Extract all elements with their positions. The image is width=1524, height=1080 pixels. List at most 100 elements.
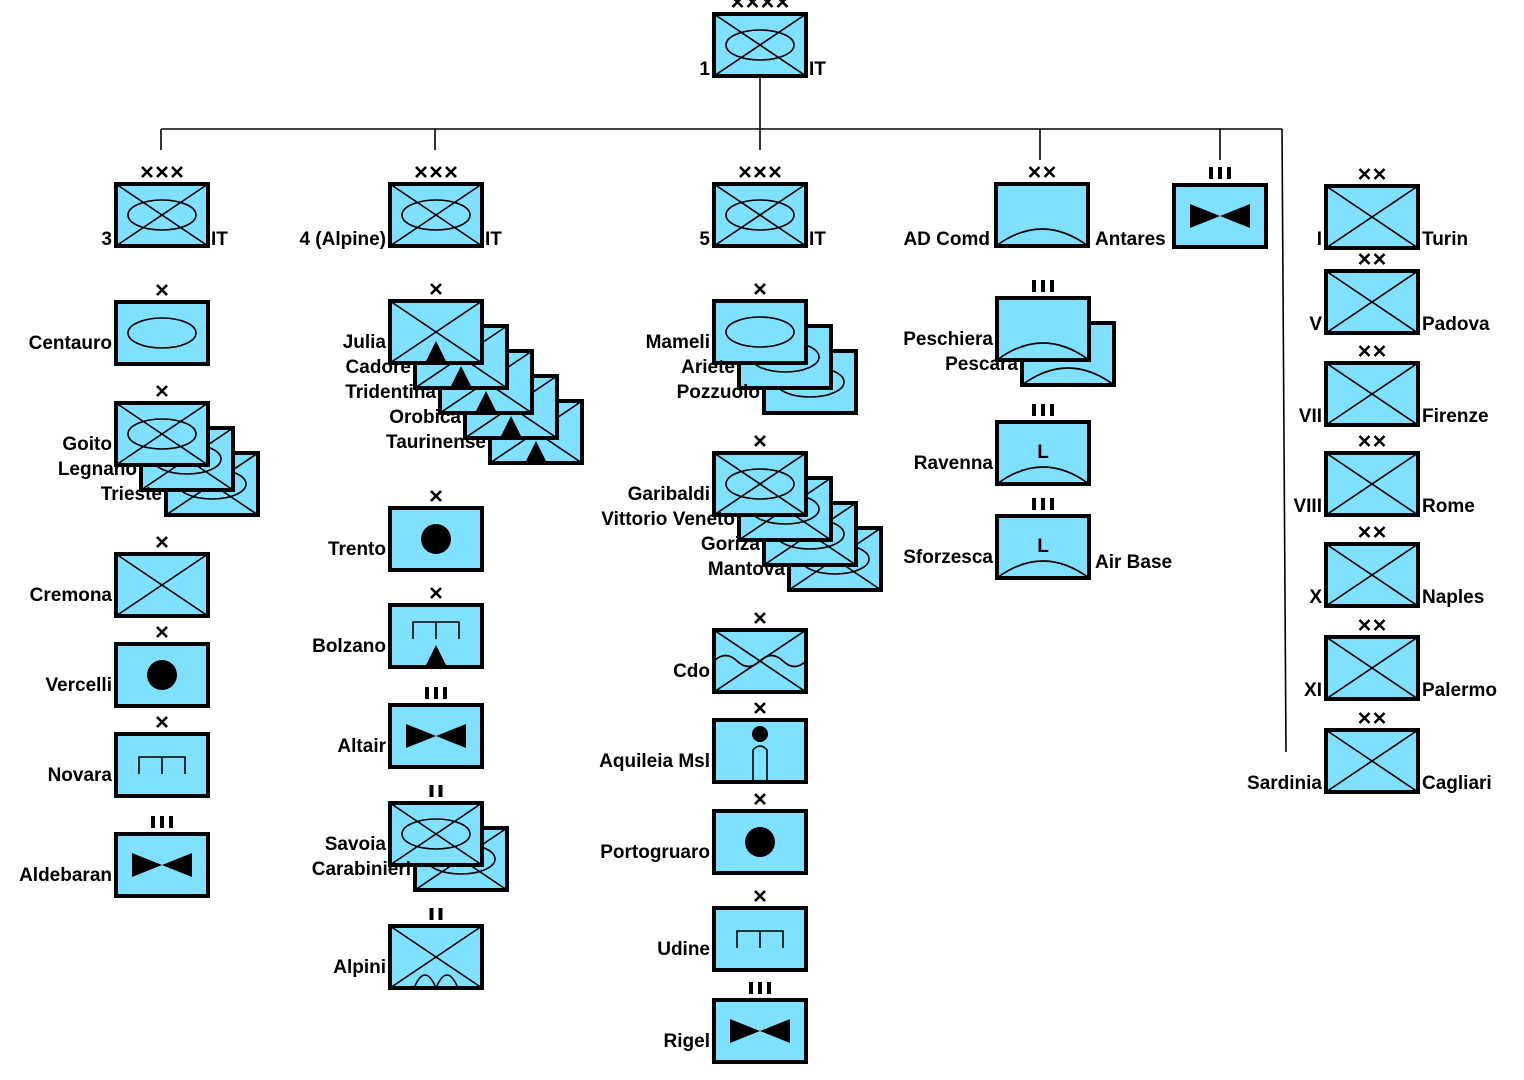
unit-rigel-label: Rigel (664, 1031, 710, 1052)
territorial-city: Cagliari (1422, 773, 1492, 794)
unit-julia-symbol (388, 283, 584, 465)
unit-cdo-label: Cdo (673, 661, 710, 682)
unit-garibaldi-label: Mantova (708, 559, 786, 580)
territorial-numeral: XI (1304, 680, 1322, 701)
unit-goito-symbol (114, 385, 260, 517)
unit-alpini-symbol (388, 908, 484, 991)
unit-julia-label: Tridentina (345, 382, 436, 403)
unit-mameli-label: Pozzuolo (677, 382, 760, 403)
unit-alpini-label: Alpini (333, 957, 386, 978)
unit-julia-label: Julia (343, 332, 387, 353)
unit-bolzano-label: Bolzano (312, 636, 386, 657)
unit-julia-label: Orobica (389, 407, 461, 428)
unit-vercelli-label: Vercelli (45, 675, 112, 696)
unit-udine-symbol (712, 890, 808, 972)
unit-novara-label: Novara (48, 765, 113, 786)
unit-savoia-label: Savoia (325, 834, 387, 855)
unit-portogruaro-label: Portogruaro (600, 842, 710, 863)
territorial-numeral: Sardinia (1247, 773, 1322, 794)
unit-centauro-label: Centauro (29, 333, 112, 354)
corps-nation: IT (485, 229, 502, 250)
unit-peschiera-label: Peschiera (903, 329, 993, 350)
territorial-numeral: X (1309, 587, 1322, 608)
unit-goito-label: Trieste (101, 484, 162, 505)
signal-regiment-symbol (1172, 167, 1268, 249)
corps-4-symbol (388, 166, 484, 248)
unit-aquileia-msl-symbol (712, 702, 808, 784)
territorial-city: Firenze (1422, 406, 1489, 427)
corps-nation: IT (211, 229, 228, 250)
unit-mameli-label: Ariete (681, 357, 735, 378)
unit-symbols: LL (114, 0, 1420, 1064)
unit-bolzano-symbol (388, 587, 484, 669)
unit-sforzesca-label: Sforzesca (903, 547, 993, 568)
unit-right-label: Air Base (1095, 552, 1172, 573)
unit-cremona-symbol (114, 536, 210, 618)
unit-garibaldi-label: Garibaldi (628, 484, 710, 505)
unit-garibaldi-symbol (712, 435, 883, 592)
unit-cdo-symbol (712, 612, 808, 694)
unit-mameli-label: Mameli (646, 332, 710, 353)
territorial-naples-symbol (1324, 526, 1420, 608)
territorial-numeral: V (1309, 314, 1322, 335)
unit-aquileia-msl-label: Aquileia Msl (599, 751, 710, 772)
unit-ravenna-symbol: L (995, 404, 1091, 486)
unit-udine-label: Udine (657, 939, 710, 960)
corps-designation: 3 (101, 229, 112, 250)
territorial-numeral: I (1317, 229, 1322, 250)
army-hq-nation: IT (809, 59, 826, 80)
corps-designation: 5 (699, 229, 710, 250)
unit-garibaldi-label: Goriza (701, 534, 761, 555)
corps-designation: 4 (Alpine) (299, 229, 386, 250)
army-hq-designation: 1 (699, 59, 710, 80)
unit-goito-label: Legnano (58, 459, 137, 480)
territorial-palermo-symbol (1324, 619, 1420, 701)
unit-portogruaro-symbol (712, 793, 808, 875)
unit-peschiera-label: Pescara (945, 354, 1018, 375)
unit-trento-label: Trento (328, 539, 386, 560)
territorial-firenze-symbol (1324, 345, 1420, 427)
territorial-city: Naples (1422, 587, 1484, 608)
unit-altair-symbol (388, 687, 484, 769)
corps-3-symbol (114, 166, 210, 248)
territorial-city: Rome (1422, 496, 1475, 517)
unit-aldebaran-symbol (114, 816, 210, 898)
unit-peschiera-symbol (995, 280, 1116, 387)
territorial-city: Palermo (1422, 680, 1497, 701)
territorial-numeral: VII (1299, 406, 1322, 427)
unit-savoia-label: Carabinieri (312, 859, 411, 880)
air-defense-command-symbol (994, 166, 1090, 248)
territorial-numeral: VIII (1293, 496, 1322, 517)
unit-goito-label: Goito (62, 434, 112, 455)
unit-garibaldi-label: Vittorio Veneto (601, 509, 735, 530)
territorial-rome-symbol (1324, 435, 1420, 517)
army-hq-symbol (712, 0, 808, 78)
territorial-cagliari-symbol (1324, 712, 1420, 794)
air-defense-command-right-label: Antares (1095, 229, 1166, 250)
unit-sforzesca-symbol: L (995, 498, 1091, 580)
air-defense-command-label: AD Comd (903, 229, 990, 250)
territorial-padova-symbol (1324, 253, 1420, 335)
unit-altair-label: Altair (337, 736, 386, 757)
territorial-city: Turin (1422, 229, 1468, 250)
unit-rigel-symbol (712, 982, 808, 1064)
corps-nation: IT (809, 229, 826, 250)
corps-5-symbol (712, 166, 808, 248)
unit-centauro-symbol (114, 284, 210, 366)
unit-mameli-symbol (712, 283, 858, 415)
unit-cremona-label: Cremona (30, 585, 113, 606)
unit-aldebaran-label: Aldebaran (19, 865, 112, 886)
unit-julia-label: Cadore (346, 357, 411, 378)
territorial-turin-symbol (1324, 168, 1420, 250)
unit-ravenna-label: Ravenna (914, 453, 994, 474)
unit-trento-symbol (388, 490, 484, 572)
unit-vercelli-symbol (114, 626, 210, 708)
territorial-city: Padova (1422, 314, 1490, 335)
air-defense-missile-code: L (1037, 442, 1049, 463)
unit-savoia-symbol (388, 785, 509, 892)
connector-lines (160, 76, 1287, 753)
air-defense-missile-code: L (1037, 536, 1049, 557)
unit-novara-symbol (114, 716, 210, 798)
